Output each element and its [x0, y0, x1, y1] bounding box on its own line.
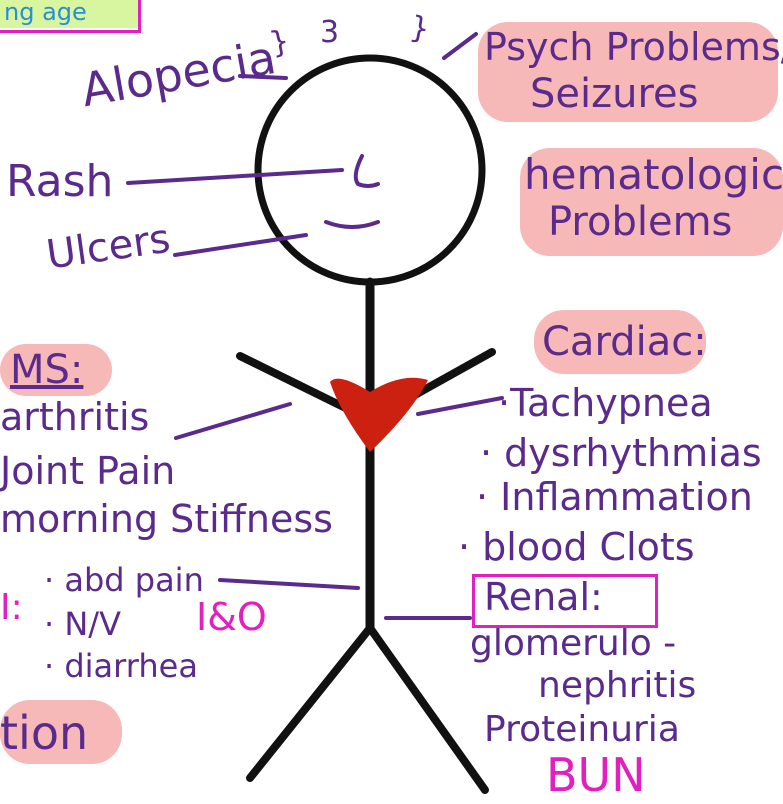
gi-item-abd-pain: · abd pain: [44, 564, 204, 596]
abd-pain-pointer: [220, 580, 358, 588]
figure-right-leg: [370, 628, 485, 790]
renal-heading: Renal:: [484, 578, 603, 616]
arthritis-pointer: [176, 404, 290, 438]
hematological-line2: Problems: [548, 202, 732, 242]
renal-item-nephritis: nephritis: [538, 668, 696, 704]
cardiac-item-tachypnea: ·Tachypnea: [498, 384, 713, 422]
psych-line2: Seizures: [530, 74, 698, 114]
figure-nose: [356, 156, 378, 186]
gi-item-nv: · N/V: [44, 608, 121, 640]
ms-item-arthritis: arthritis: [0, 398, 149, 436]
renal-bun: BUN: [546, 752, 646, 798]
ms-heading: MS:: [10, 350, 83, 390]
cardiac-pointer: [418, 398, 502, 414]
hematological-line1: hematological: [524, 154, 783, 196]
rash-pointer: [128, 170, 342, 183]
cardiac-item-blood-clots: · blood Clots: [458, 528, 695, 566]
renal-item-glomerulo: glomerulo -: [470, 626, 676, 662]
cardiac-item-dysrhythmias: · dysrhythmias: [480, 434, 762, 472]
figure-head: [258, 58, 482, 282]
cardiac-heading: Cardiac:: [542, 322, 707, 362]
tion-label: tion: [0, 710, 88, 756]
ms-item-joint-pain: Joint Pain: [0, 452, 175, 490]
io-label: I&O: [196, 598, 267, 636]
figure-left-leg: [250, 628, 370, 778]
cardiac-item-inflammation: · Inflammation: [476, 478, 753, 516]
psych-pointer: [444, 34, 476, 58]
top-left-label: ng age: [4, 0, 87, 24]
gi-item-diarrhea: · diarrhea: [44, 650, 198, 682]
head-mark-2: 3: [320, 18, 339, 48]
figure-mouth: [326, 222, 378, 227]
ms-item-morning-stiffness: morning Stiffness: [0, 500, 333, 538]
rash-label: Rash: [6, 160, 113, 204]
heart-shape: [330, 378, 428, 452]
gi-partial-label: I:: [0, 590, 23, 626]
renal-item-proteinuria: Proteinuria: [484, 712, 680, 748]
psych-line1: Psych Problems/: [484, 28, 783, 66]
